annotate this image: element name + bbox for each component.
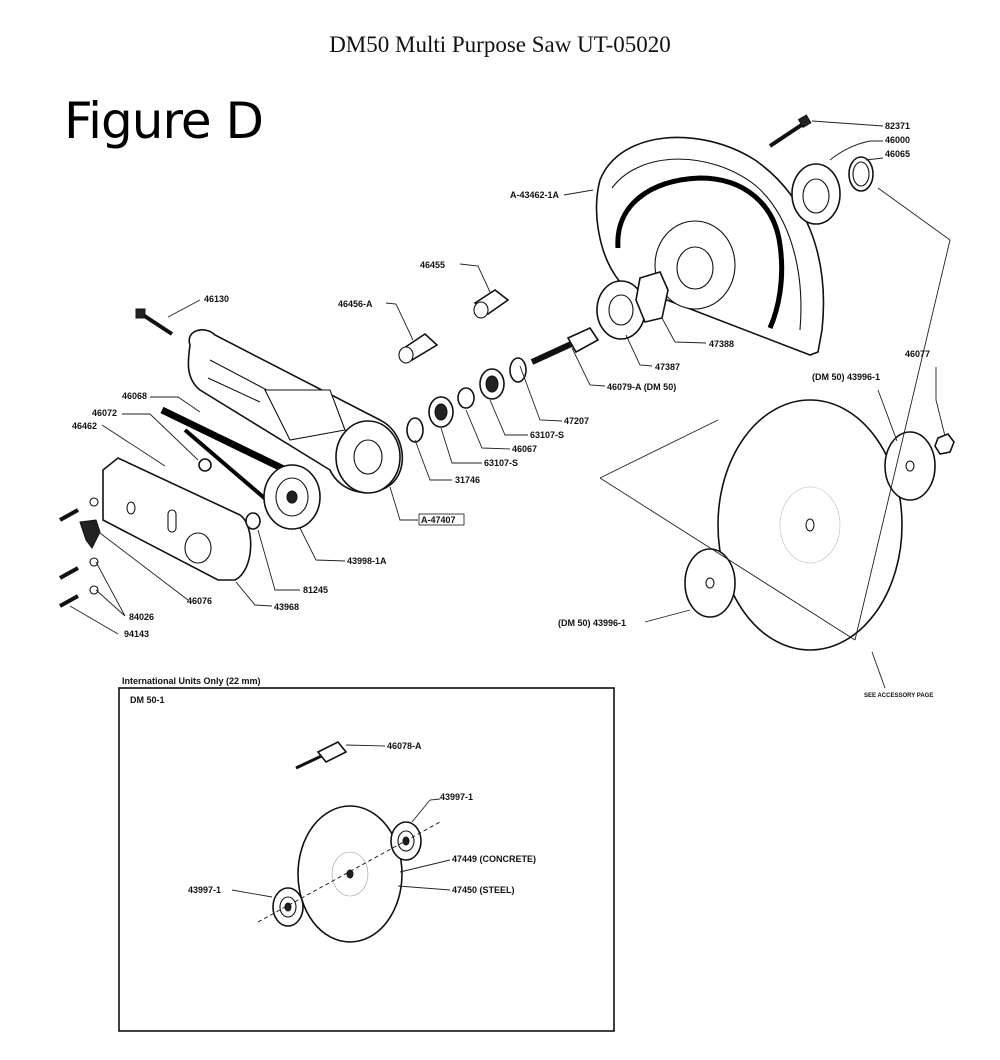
callout-46079: 46079-A (DM 50)	[607, 382, 676, 392]
callout-46455: 46455	[420, 260, 445, 270]
flange-47387	[596, 280, 646, 340]
blade-guard	[595, 136, 825, 356]
callout-81245: 81245	[303, 585, 328, 595]
inset-model: DM 50-1	[130, 695, 165, 705]
washer-46000	[791, 163, 841, 225]
nut-46077	[934, 433, 955, 455]
spacer-46455	[473, 289, 510, 319]
callout-46065: 46065	[885, 149, 910, 159]
inset-heading: International Units Only (22 mm)	[122, 676, 261, 686]
callout-84026: 84026	[129, 612, 154, 622]
accessory-note: SEE ACCESSORY PAGE	[864, 693, 933, 699]
callout-47407: A-47407	[421, 515, 456, 525]
callout-46130: 46130	[204, 294, 229, 304]
callout-47388: 47388	[709, 339, 734, 349]
callout-43997-left: 43997-1	[188, 885, 221, 895]
callout-47407-box	[418, 513, 465, 526]
leader-lines	[69, 120, 946, 689]
callout-46077: 46077	[905, 349, 930, 359]
bolt-46130	[135, 308, 174, 336]
callout-46072: 46072	[92, 408, 117, 418]
callout-46456: 46456-A	[338, 299, 373, 309]
callout-63107s-a: 63107-S	[530, 430, 564, 440]
bearing-stack	[406, 357, 527, 443]
bolt-82371	[768, 114, 812, 148]
callout-43998: 43998-1A	[347, 556, 387, 566]
callout-46078: 46078-A	[387, 741, 422, 751]
arbor-shaft-46079	[530, 326, 600, 365]
inset-blade	[297, 805, 403, 943]
knob-46076	[79, 519, 101, 549]
ring-46065	[848, 156, 874, 192]
inset-frame	[118, 687, 615, 1032]
nut-81245	[245, 512, 261, 530]
callout-47207: 47207	[564, 416, 589, 426]
document-title: DM50 Multi Purpose Saw UT-05020	[329, 32, 671, 57]
saw-blade	[717, 399, 903, 651]
figure-title: Figure D	[64, 92, 264, 150]
callout-43996-top: (DM 50) 43996-1	[812, 372, 880, 382]
international-inset: International Units Only (22 mm) DM 50-1…	[118, 676, 615, 1032]
belt-arm-47407	[187, 329, 404, 494]
callout-47387: 47387	[655, 362, 680, 372]
blade-flange-top-43996	[884, 431, 936, 501]
ring-46072	[198, 458, 212, 472]
callout-46076: 46076	[187, 596, 212, 606]
callout-94143: 94143	[124, 629, 149, 639]
pulley-43998	[263, 464, 321, 530]
callout-47449: 47449 (CONCRETE)	[452, 854, 536, 864]
callout-82371: 82371	[885, 121, 910, 131]
part-callouts: 82371 46000 46065 A-43462-1A 46455 46456…	[72, 121, 933, 699]
callout-46068: 46068	[122, 391, 147, 401]
inset-flange-left-43997	[272, 887, 304, 927]
screws-94143	[59, 497, 99, 608]
callout-46000: 46000	[885, 135, 910, 145]
callout-63107s-b: 63107-S	[484, 458, 518, 468]
arbor-46078	[295, 740, 348, 770]
blade-flange-bottom-43996	[684, 548, 736, 618]
callout-46462: 46462	[72, 421, 97, 431]
callout-43997-right: 43997-1	[440, 792, 473, 802]
callout-43462: A-43462-1A	[510, 190, 560, 200]
spacer-46456	[398, 332, 439, 364]
callout-43996-bottom: (DM 50) 43996-1	[558, 618, 626, 628]
callout-43968: 43968	[274, 602, 299, 612]
belt-cover-43968	[102, 457, 252, 581]
callout-47450: 47450 (STEEL)	[452, 885, 515, 895]
callout-31746: 31746	[455, 475, 480, 485]
callout-46067: 46067	[512, 444, 537, 454]
